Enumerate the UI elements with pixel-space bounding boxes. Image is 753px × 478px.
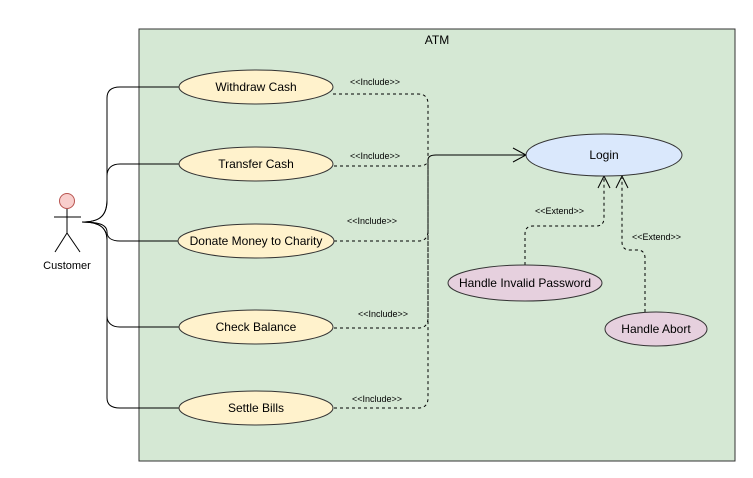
association-transfer bbox=[81, 163, 180, 223]
include-arrow-to-login bbox=[427, 154, 525, 161]
use-case-balance-label: Check Balance bbox=[216, 320, 297, 334]
include-withdraw bbox=[333, 93, 429, 160]
use-case-login: Login bbox=[525, 133, 683, 177]
include-label-withdraw: <<Include>> bbox=[350, 77, 400, 87]
include-balance bbox=[334, 160, 429, 329]
include-bills bbox=[334, 160, 429, 409]
use-case-login-label: Login bbox=[589, 148, 618, 162]
actor-label: Customer bbox=[43, 260, 91, 272]
actor-left-leg bbox=[54, 232, 68, 253]
use-case-bills: Settle Bills bbox=[178, 390, 334, 426]
use-case-donate-label: Donate Money to Charity bbox=[190, 234, 323, 248]
extend-arrowhead-2 bbox=[615, 174, 629, 189]
use-case-bills-label: Settle Bills bbox=[228, 401, 284, 415]
use-case-transfer-label: Transfer Cash bbox=[218, 157, 294, 171]
use-case-abort: Handle Abort bbox=[604, 311, 708, 347]
system-title: ATM bbox=[425, 33, 449, 47]
extend-label-invalid-password: <<Extend>> bbox=[535, 206, 584, 216]
include-label-balance: <<Include>> bbox=[358, 309, 408, 319]
use-case-invalid-password: Handle Invalid Password bbox=[447, 264, 603, 302]
association-bills bbox=[81, 221, 180, 409]
include-label-donate: <<Include>> bbox=[347, 216, 397, 226]
use-case-withdraw: Withdraw Cash bbox=[178, 69, 334, 105]
use-case-abort-label: Handle Abort bbox=[621, 322, 691, 336]
use-case-invalid-password-label: Handle Invalid Password bbox=[459, 276, 591, 290]
actor-right-leg bbox=[66, 232, 81, 253]
use-case-balance: Check Balance bbox=[178, 309, 334, 345]
extend-abort bbox=[621, 178, 646, 312]
extend-invalid-password bbox=[524, 178, 605, 265]
actor-head bbox=[59, 193, 75, 209]
include-label-transfer: <<Include>> bbox=[350, 151, 400, 161]
customer-actor bbox=[54, 193, 81, 253]
use-case-donate: Donate Money to Charity bbox=[177, 223, 335, 259]
include-label-bills: <<Include>> bbox=[352, 394, 402, 404]
use-case-withdraw-label: Withdraw Cash bbox=[215, 80, 296, 94]
include-transfer bbox=[334, 159, 429, 167]
extend-label-abort: <<Extend>> bbox=[632, 232, 681, 242]
association-donate bbox=[81, 221, 180, 242]
use-case-transfer: Transfer Cash bbox=[178, 146, 334, 182]
include-donate bbox=[334, 160, 429, 242]
